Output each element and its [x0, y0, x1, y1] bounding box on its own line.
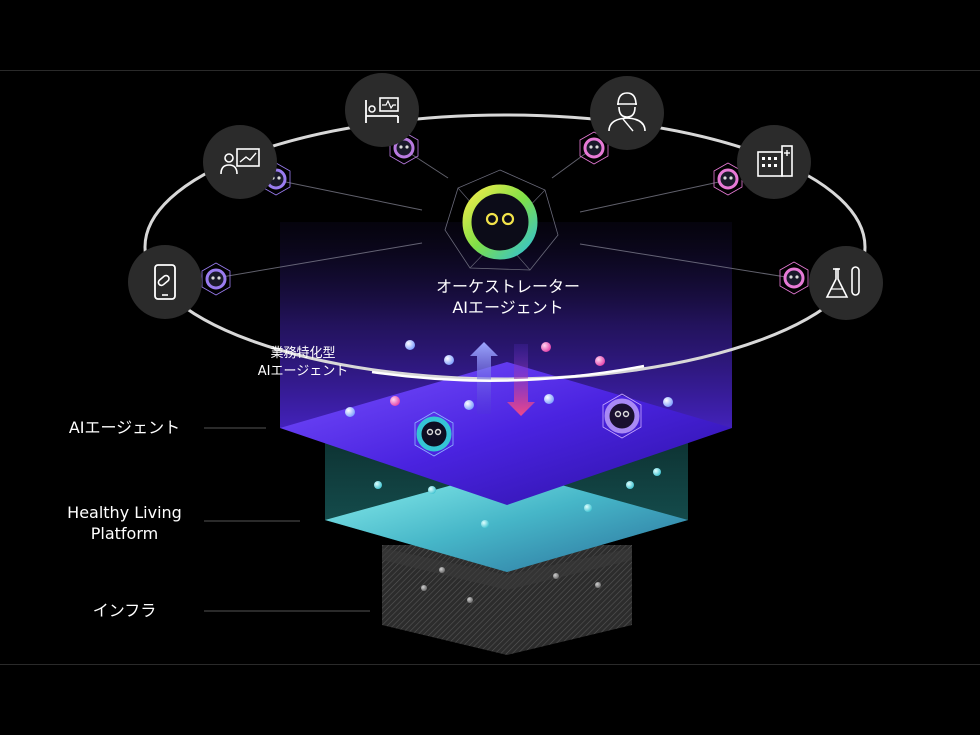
orchestrator-agent: [444, 169, 559, 271]
orchestrator-label-line2: AIエージェント: [452, 298, 564, 317]
orchestrator-label: オーケストレーター AIエージェント: [408, 276, 608, 318]
layer-agent-purple: [602, 393, 642, 439]
hlp-label-line2: Platform: [90, 524, 159, 543]
smartphone-pill-icon: [128, 245, 202, 319]
layer-label-infra: インフラ: [92, 601, 157, 620]
connection-lines: [215, 147, 793, 279]
specialized-label-line2: AIエージェント: [257, 364, 349, 379]
layer-label-ai-agent: AIエージェント: [68, 418, 181, 437]
orchestrator-label-line1: オーケストレーター: [435, 277, 580, 296]
presenter-chart-icon: [203, 125, 277, 199]
layer-agent-teal: [414, 411, 454, 457]
doctor-icon: [590, 76, 664, 150]
patient-bed-monitor-icon: [345, 73, 419, 147]
data-spheres: [345, 340, 673, 417]
layer-label-healthy-living-platform: Healthy Living Platform: [52, 502, 197, 544]
hospital-building-icon: [737, 125, 811, 199]
lab-flask-icon: [809, 246, 883, 320]
layer-leader-lines: [204, 427, 370, 612]
hlp-label-line1: Healthy Living: [67, 503, 182, 522]
orbit-agents: [201, 131, 809, 296]
specialized-label-line1: 業務特化型: [270, 346, 336, 361]
specialized-agent-bracket: [371, 364, 645, 382]
specialized-agent-label: 業務特化型 AIエージェント: [238, 345, 368, 381]
orbit-ring: [143, 113, 867, 381]
infra-layer: [382, 545, 632, 655]
